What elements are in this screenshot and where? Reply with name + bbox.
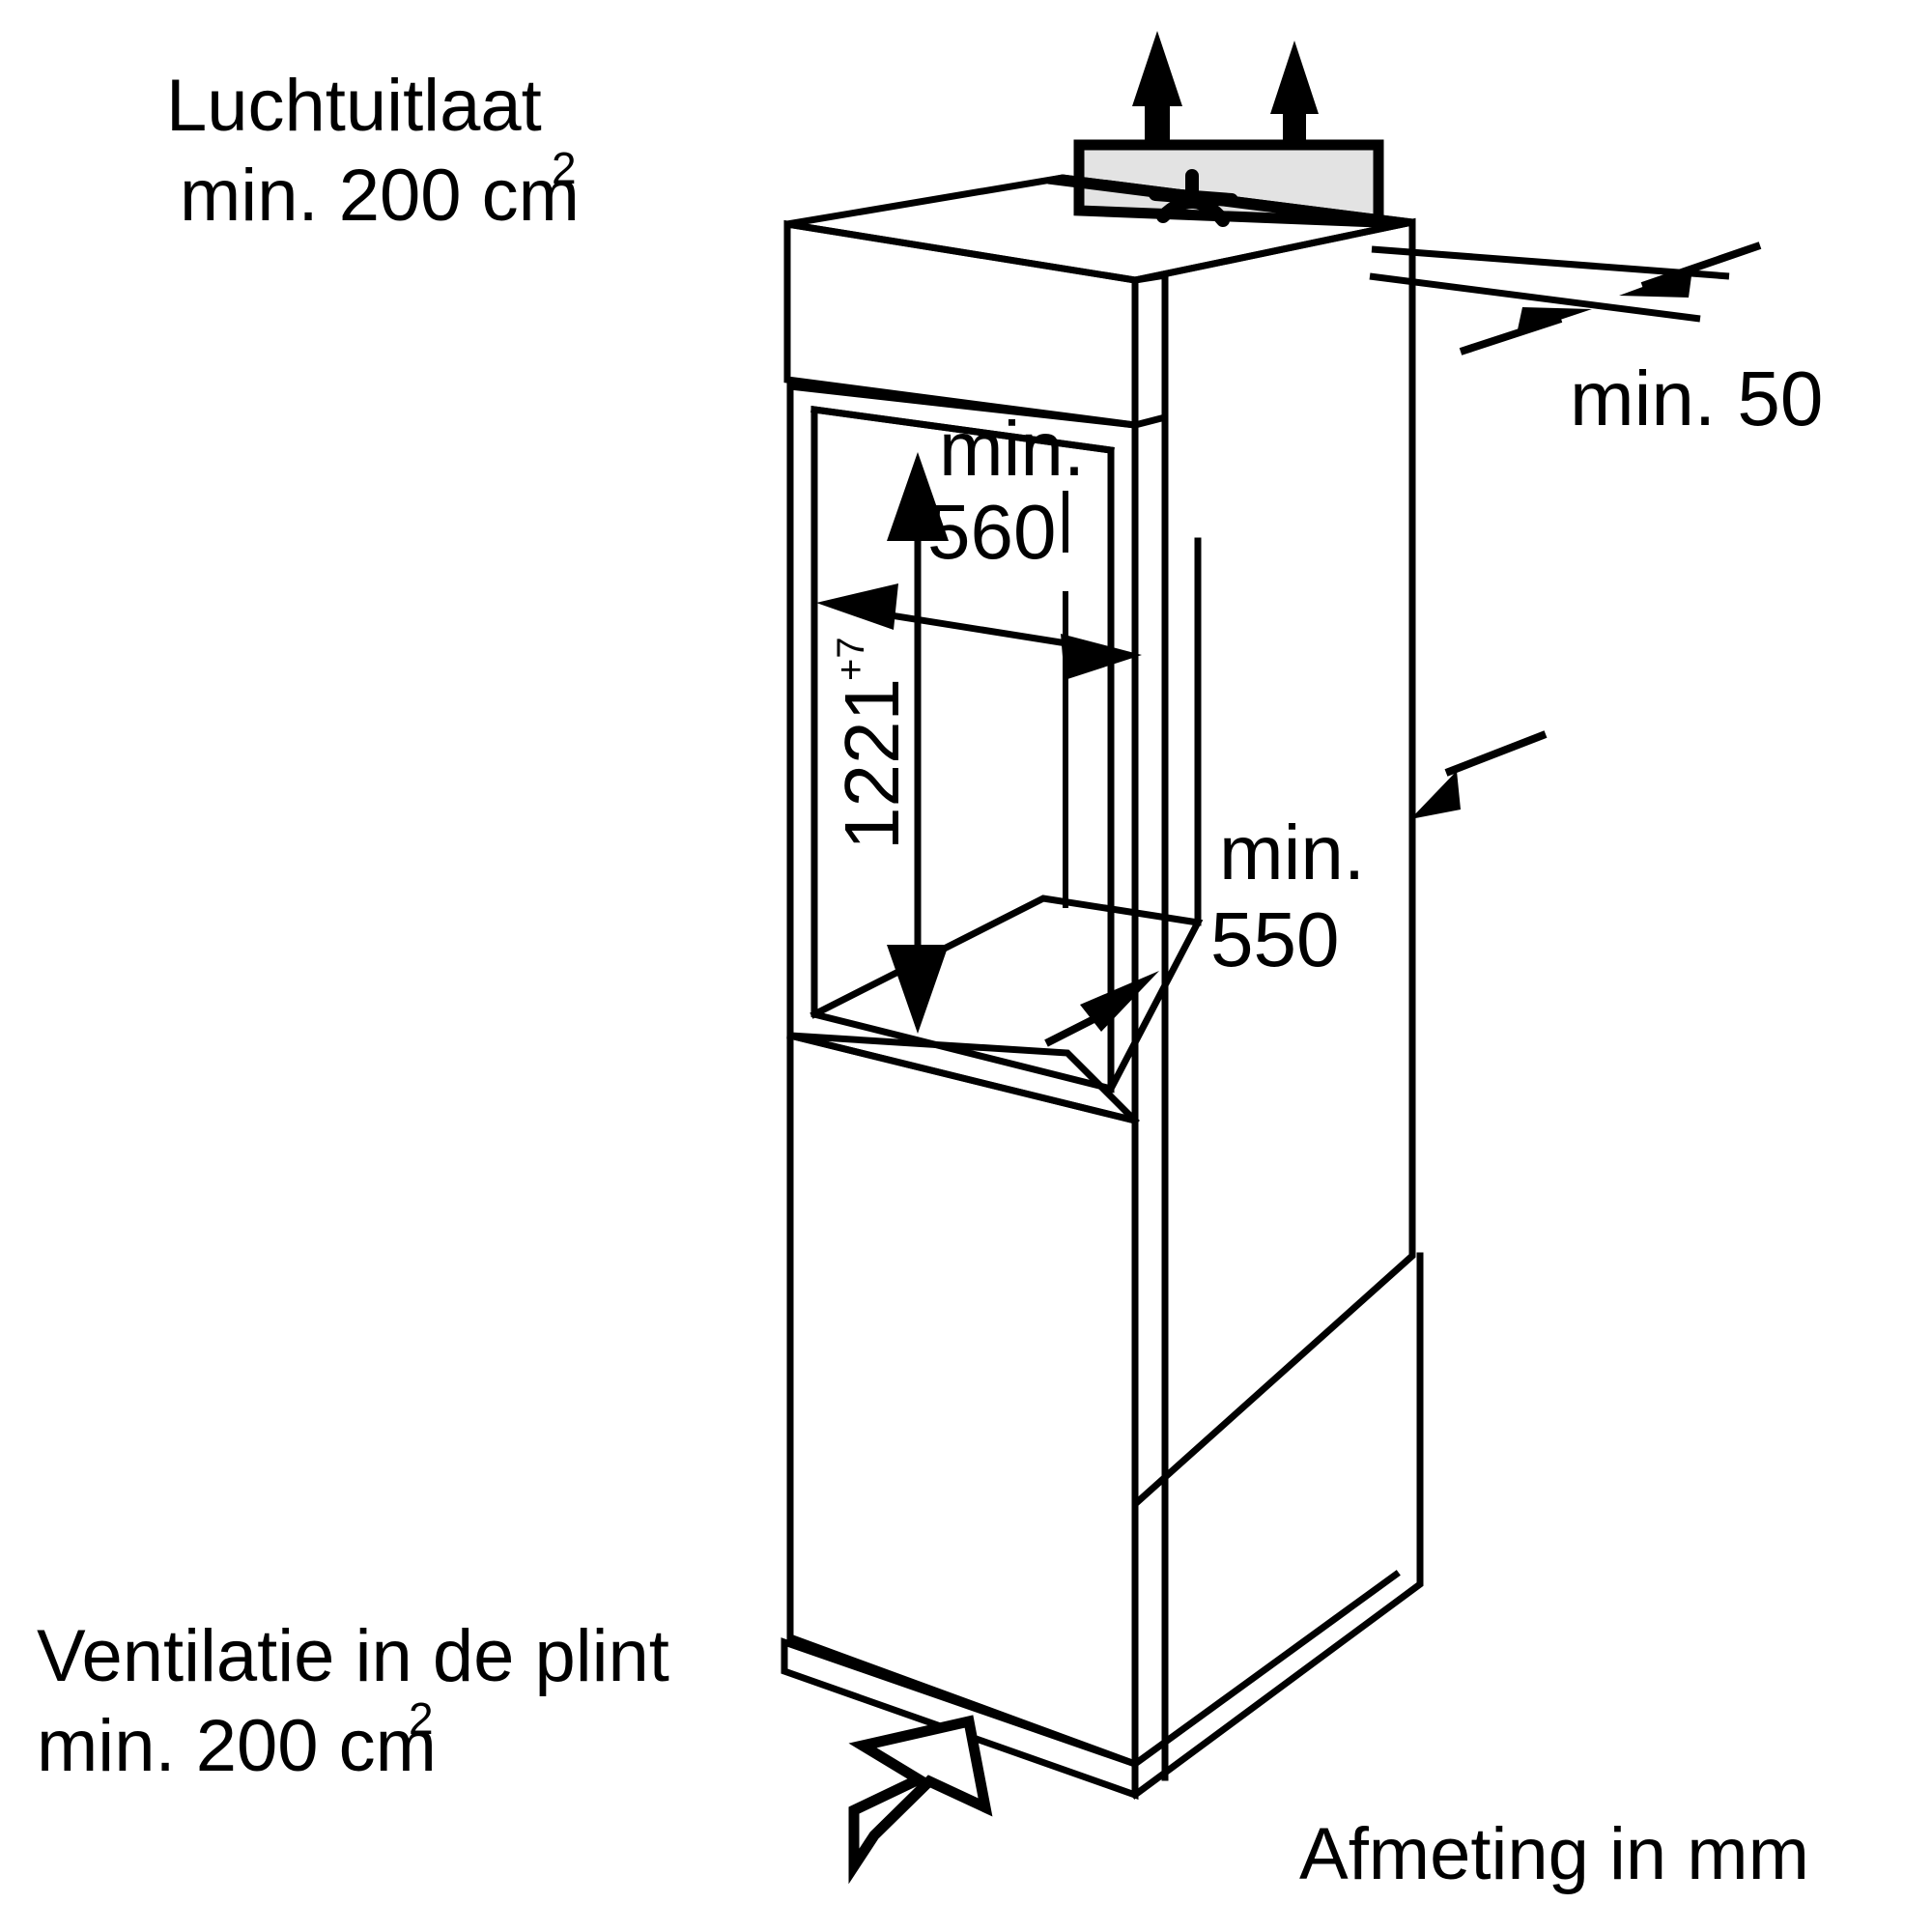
min-560-dimension: min. 560 [816, 406, 1142, 908]
width-arrow-right [1061, 634, 1142, 680]
gap-arrow-lower [1459, 307, 1592, 355]
depth-pointer-arrow [1044, 971, 1159, 1047]
height-arrow-up [887, 452, 949, 541]
min-550-dimension: min. 550 [1044, 810, 1365, 1047]
cabinet-top-rail-side [1131, 270, 1169, 430]
plinth-right-return [1130, 1252, 1424, 1800]
lower-door-front [786, 1031, 1139, 1770]
air-outlet-label: Luchtuitlaat min. 200 cm 2 [166, 65, 580, 237]
plinth-right-return-inner [1130, 1570, 1401, 1769]
niche-height-value: 1221 [829, 678, 915, 850]
units-label: Afmeting in mm [1299, 1813, 1809, 1895]
min-550-line2: 550 [1210, 896, 1339, 982]
niche-top-inner-edge [810, 406, 1115, 454]
niche-height-tolerance: +7 [830, 637, 872, 681]
gap-line-upper [1371, 245, 1730, 280]
gap-line-lower [1369, 272, 1701, 323]
min-50-dimension: min. 50 [1369, 242, 1823, 441]
air-outlet-line1: Luchtuitlaat [166, 65, 542, 147]
air-outlet-line2: min. 200 cm [180, 155, 580, 237]
air-outlet-line2-superscript: 2 [552, 143, 577, 193]
min-560-line1: min. [939, 406, 1085, 492]
min-550-line1: min. [1219, 810, 1365, 895]
width-arrow-left [816, 583, 898, 630]
plinth-vent-line2: min. 200 cm [37, 1705, 437, 1787]
min-50-text: min. 50 [1570, 355, 1823, 441]
plinth-vent-line2-superscript: 2 [409, 1693, 434, 1744]
min-560-line2: 560 [927, 489, 1056, 575]
height-arrow-down [887, 945, 949, 1034]
cabinet-outline [781, 174, 1424, 1800]
plinth-ventilation-label: Ventilatie in de plint min. 200 cm 2 [37, 1615, 669, 1787]
cabinet-side-pointer [1410, 730, 1548, 819]
gap-arrow-upper [1619, 242, 1762, 298]
plinth-vent-line1: Ventilatie in de plint [37, 1615, 669, 1697]
lower-door-top-bevel [786, 1032, 1140, 1125]
plinth-airflow-arrow [848, 1715, 993, 1885]
niche-height-dimension: 1221 +7 [829, 452, 949, 1034]
